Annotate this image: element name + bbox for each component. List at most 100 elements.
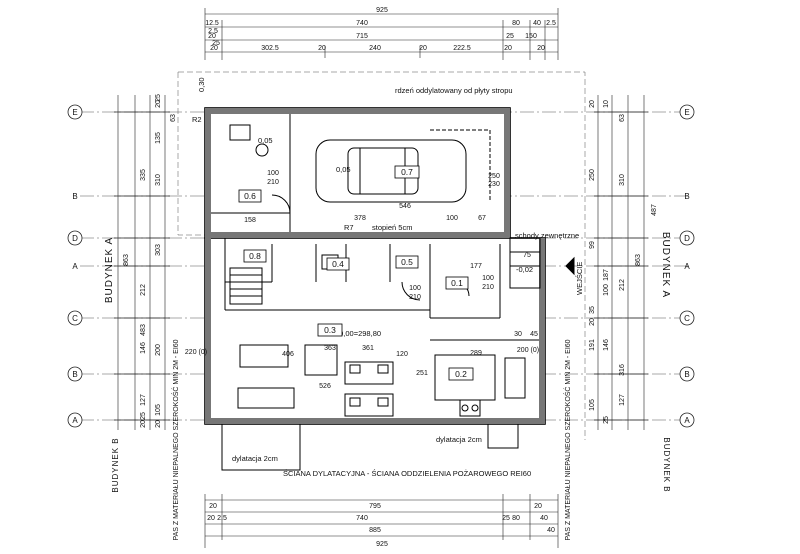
- axis-label-a-left-mid: A: [72, 262, 78, 271]
- int-dim-546: 546: [399, 203, 411, 210]
- right-dim-10: 10: [603, 100, 610, 108]
- axis-label-a-right-mid: A: [684, 262, 690, 271]
- left-dim-200: 200: [155, 344, 162, 356]
- room-0-5: 0.5: [401, 257, 413, 267]
- right-dim-105: 105: [589, 399, 596, 411]
- room-0-8: 0.8: [249, 251, 261, 261]
- right-dim-316: 316: [619, 364, 626, 376]
- int-dim-250: 250: [488, 173, 500, 180]
- bottom-dim-25: 25: [502, 515, 510, 522]
- building-label-right: BUDYNEK A: [660, 232, 671, 298]
- int-dim-100-c: 100: [482, 275, 494, 282]
- left-dim-303: 303: [155, 244, 162, 256]
- right-dim-20-b: 20: [589, 318, 596, 326]
- top-dim-150: 150: [525, 33, 537, 40]
- right-dim-191: 191: [589, 339, 596, 351]
- top-dim-222-5: 222.5: [453, 45, 471, 52]
- note-step: stopień 5cm: [372, 223, 412, 232]
- left-dim-20-c: 20: [140, 420, 147, 428]
- top-dim-12-5: 12.5: [205, 20, 219, 27]
- bottom-dim-overall: 925: [376, 541, 388, 548]
- int-dim-200-0: 200 (0): [517, 347, 539, 354]
- room-0-4: 0.4: [332, 259, 344, 269]
- top-dim-25-left: 25: [212, 40, 220, 47]
- note-opening: 0,30: [197, 77, 206, 92]
- axis-label-b-right: B: [684, 370, 689, 379]
- right-dim-20: 20: [589, 100, 596, 108]
- int-dim-100-garage: 100: [446, 215, 458, 222]
- int-dim-177: 177: [470, 263, 482, 270]
- top-dim-20-b: 20: [318, 45, 326, 52]
- int-dim-526: 526: [319, 383, 331, 390]
- top-dim-302-5: 302.5: [261, 45, 279, 52]
- int-dim-210-b: 210: [409, 294, 421, 301]
- left-dim-863: 863: [123, 254, 130, 266]
- right-dim-212: 212: [619, 279, 626, 291]
- top-dim-20-left: 20: [208, 33, 216, 40]
- int-dim-406: 406: [282, 351, 294, 358]
- top-dim-240: 240: [369, 45, 381, 52]
- int-dim-30: 30: [514, 331, 522, 338]
- fire-strip-label-left: PAS Z MATERIAŁU NIEPALNEGO SZEROKOŚĆ MIN…: [171, 339, 180, 540]
- note-level-002: -0,02: [516, 265, 533, 274]
- building-label-bottom-left: BUDYNEK B: [111, 437, 120, 492]
- left-dim-146: 146: [140, 342, 147, 354]
- int-dim-100-b: 100: [409, 285, 421, 292]
- building-label-bottom-right: BUDYNEK B: [662, 437, 671, 492]
- axis-label-a-left: A: [72, 416, 78, 425]
- bottom-dim-20-left: 20: [209, 503, 217, 510]
- note-entrance: WEJŚCIE: [575, 262, 584, 295]
- fire-strip-label-right: PAS Z MATERIAŁU NIEPALNEGO SZEROKOŚĆ MIN…: [563, 339, 572, 540]
- left-dim-20-b: 20: [155, 420, 162, 428]
- top-dim-25: 25: [506, 33, 514, 40]
- top-dim-2-5-left: 2.5: [208, 28, 218, 35]
- axis-label-c-right: C: [684, 314, 690, 323]
- int-dim-45: 45: [530, 331, 538, 338]
- room-0-3: 0.3: [324, 325, 336, 335]
- axis-label-b-right-top: B: [684, 192, 689, 201]
- left-dim-212: 212: [140, 284, 147, 296]
- int-dim-100-a: 100: [267, 170, 279, 177]
- int-dim-220-0: 220 (0): [185, 349, 207, 356]
- top-dim-20-c: 20: [419, 45, 427, 52]
- axis-label-a-right: A: [684, 416, 690, 425]
- top-dim-overall: 925: [376, 7, 388, 14]
- note-r7: R7: [344, 223, 354, 232]
- left-dim-483: 483: [140, 324, 147, 336]
- int-dim-120: 120: [396, 351, 408, 358]
- top-dim-40: 40: [533, 20, 541, 27]
- top-dim-20-e: 20: [537, 45, 545, 52]
- note-fire-wall: ŚCIANA DYLATACYJNA - ŚCIANA ODDZIELENIA …: [283, 469, 531, 478]
- right-dim-35: 35: [589, 306, 596, 314]
- room-0-1: 0.1: [451, 278, 463, 288]
- axis-label-c-left: C: [72, 314, 78, 323]
- left-dim-335: 335: [140, 169, 147, 181]
- room-0-2: 0.2: [455, 369, 467, 379]
- note-r2: R2: [192, 115, 202, 124]
- right-dim-250: 250: [589, 169, 596, 181]
- bottom-dim-795: 795: [369, 503, 381, 510]
- note-outer-steps: schody zewnętrzne: [515, 231, 579, 240]
- int-dim-67: 67: [478, 215, 486, 222]
- left-dim-63: 63: [170, 114, 177, 122]
- right-dim-25: 25: [603, 416, 610, 424]
- left-dim-127: 127: [140, 394, 147, 406]
- right-dim-187: 187: [603, 269, 610, 281]
- top-dim-80: 80: [512, 20, 520, 27]
- bottom-dim-885: 885: [369, 527, 381, 534]
- top-dim-20-d: 20: [504, 45, 512, 52]
- left-dim-135: 135: [155, 132, 162, 144]
- int-dim-378: 378: [354, 215, 366, 222]
- left-dim-105: 105: [155, 404, 162, 416]
- building-label-left: BUDYNEK A: [104, 237, 115, 303]
- axis-label-b-left-top: B: [72, 192, 77, 201]
- note-level-005-b: 0,05: [336, 165, 351, 174]
- top-dim-740: 740: [356, 20, 368, 27]
- right-dim-146: 146: [603, 339, 610, 351]
- int-dim-361: 361: [362, 345, 374, 352]
- int-dim-363: 363: [324, 345, 336, 352]
- note-dilation-left: dylatacja 2cm: [232, 454, 278, 463]
- room-0-6: 0.6: [244, 191, 256, 201]
- room-0-7: 0.7: [401, 167, 413, 177]
- bottom-dim-40-b: 40: [547, 527, 555, 534]
